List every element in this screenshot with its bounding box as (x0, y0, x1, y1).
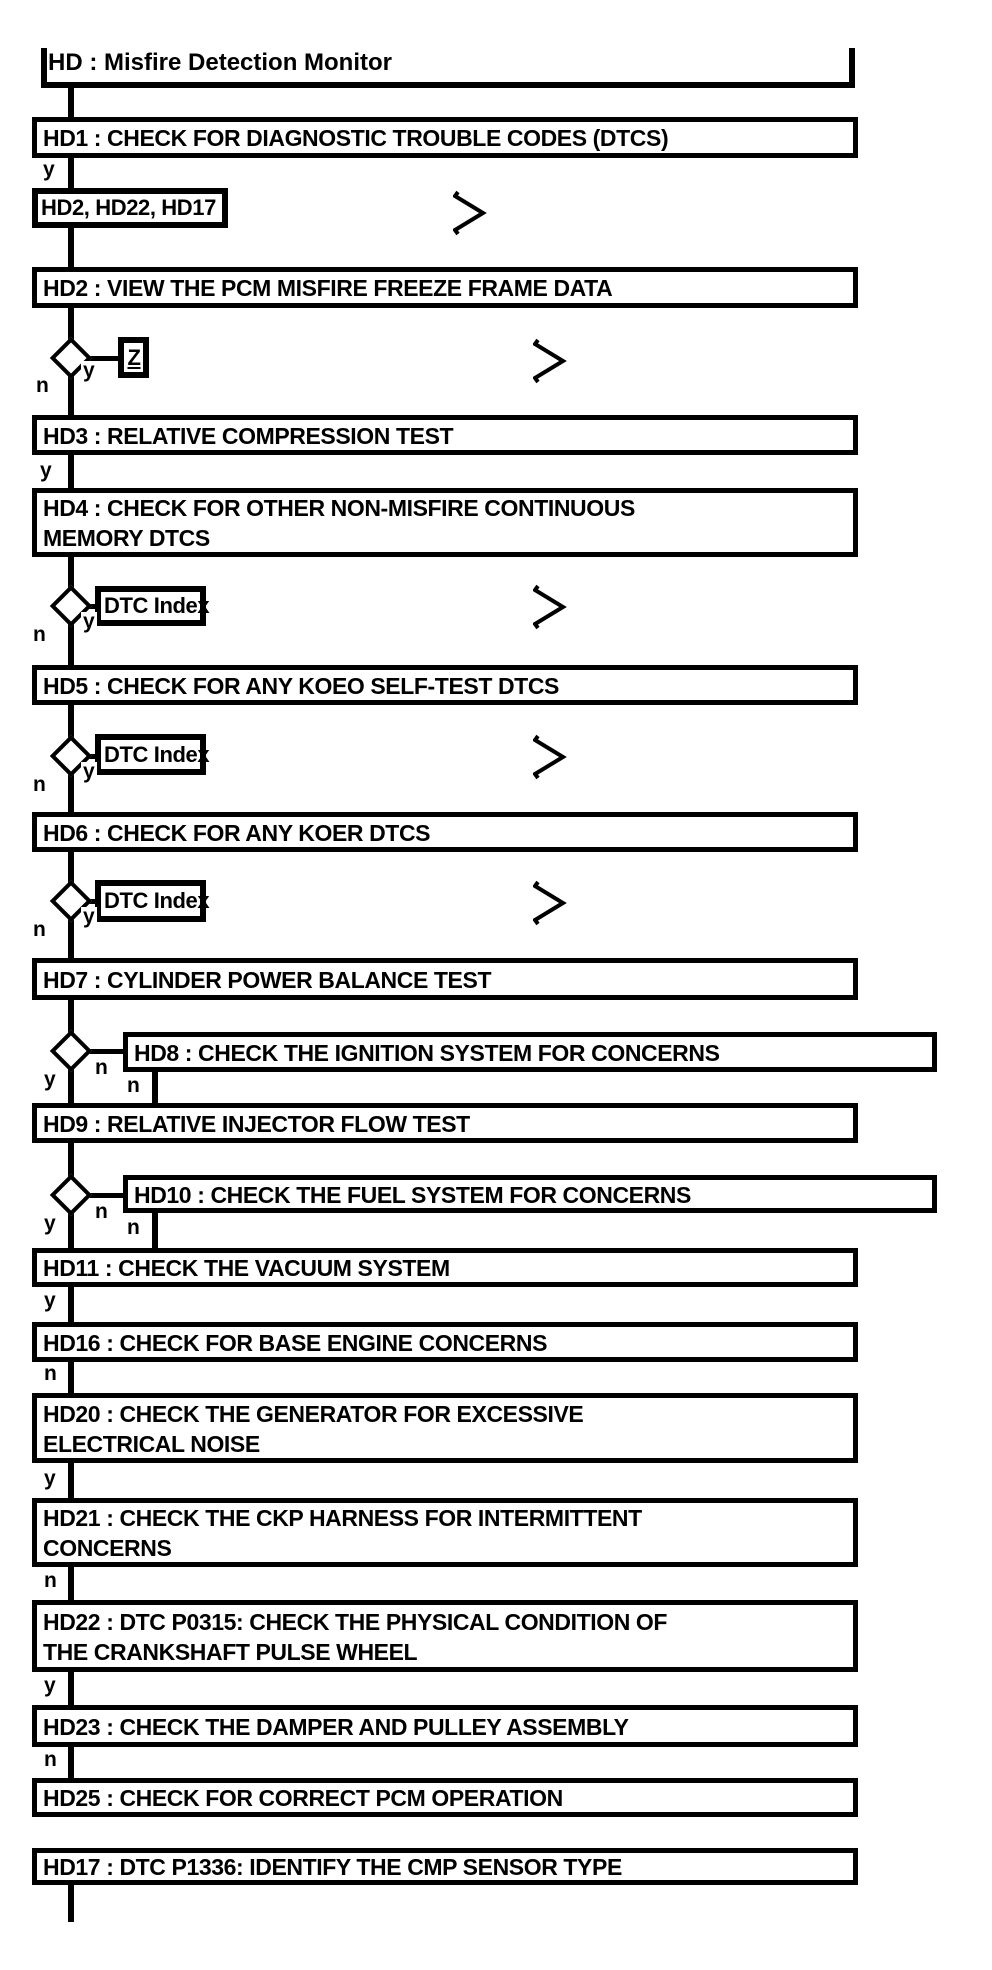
step-box-hd22: HD22 : DTC P0315: CHECK THE PHYSICAL CON… (32, 1600, 858, 1672)
step-label: HD22 : DTC P0315: CHECK THE PHYSICAL CON… (43, 1608, 668, 1635)
dtc-index-label: DTC Index (104, 741, 210, 767)
decision-connector (85, 604, 99, 609)
step-label: HD5 : CHECK FOR ANY KOEO SELF-TEST DTCS (43, 672, 559, 699)
step-box-hd20: HD20 : CHECK THE GENERATOR FOR EXCESSIVE… (32, 1393, 858, 1463)
branch-label-yes: y (42, 1467, 58, 1490)
step-box-hd16: HD16 : CHECK FOR BASE ENGINE CONCERNS (32, 1322, 858, 1362)
branch-label-yes: y (42, 1068, 58, 1091)
step-label: HD6 : CHECK FOR ANY KOER DTCS (43, 819, 431, 846)
branch-label-yes: y (81, 359, 97, 382)
step-label: HD7 : CYLINDER POWER BALANCE TEST (43, 966, 492, 993)
branch-label-no: n (93, 1200, 110, 1223)
step-label: HD17 : DTC P1336: IDENTIFY THE CMP SENSO… (43, 1854, 622, 1880)
branch-label-no: n (31, 623, 48, 646)
step-box-hd11: HD11 : CHECK THE VACUUM SYSTEM (32, 1248, 858, 1287)
branch-label-no: n (42, 1569, 59, 1592)
step-box-hd6: HD6 : CHECK FOR ANY KOER DTCS (32, 812, 858, 852)
step-label: HD3 : RELATIVE COMPRESSION TEST (43, 422, 454, 449)
hd10-drop-line (152, 1210, 158, 1252)
step-box-hd21: HD21 : CHECK THE CKP HARNESS FOR INTERMI… (32, 1498, 858, 1567)
next-chevron-icon (533, 734, 567, 780)
next-chevron-icon (453, 190, 487, 236)
branch-label-yes: y (81, 610, 97, 633)
step-label-line2: THE CRANKSHAFT PULSE WHEEL (43, 1638, 418, 1665)
decision-connector (85, 356, 121, 361)
next-chevron-icon (533, 584, 567, 630)
branch-label-no: n (42, 1362, 59, 1385)
decision-diamond (49, 1029, 93, 1073)
step-label: HD10 : CHECK THE FUEL SYSTEM FOR CONCERN… (134, 1181, 691, 1208)
branch-label-no: n (31, 773, 48, 796)
step-box-hd1: HD1 : CHECK FOR DIAGNOSTIC TROUBLE CODES… (32, 117, 858, 158)
step-box-hd7: HD7 : CYLINDER POWER BALANCE TEST (32, 958, 858, 1000)
decision-diamond (49, 1173, 93, 1217)
step-label: HD23 : CHECK THE DAMPER AND PULLEY ASSEM… (43, 1713, 629, 1740)
step-label-line2: CONCERNS (43, 1535, 172, 1561)
step-label: HD1 : CHECK FOR DIAGNOSTIC TROUBLE CODES… (43, 125, 669, 151)
step-box-hd4: HD4 : CHECK FOR OTHER NON-MISFIRE CONTIN… (32, 488, 858, 557)
step-label: HD9 : RELATIVE INJECTOR FLOW TEST (43, 1110, 470, 1137)
branch-label-no: n (31, 918, 48, 941)
step-label-line2: ELECTRICAL NOISE (43, 1430, 260, 1457)
step-label: HD4 : CHECK FOR OTHER NON-MISFIRE CONTIN… (43, 495, 635, 521)
title-left-tick (41, 48, 47, 88)
branch-label-yes: y (81, 760, 97, 783)
flowchart-title: HD : Misfire Detection Monitor (48, 49, 393, 76)
dtc-index-label: DTC Index (104, 593, 210, 618)
step-box-hd5: HD5 : CHECK FOR ANY KOEO SELF-TEST DTCS (32, 665, 858, 705)
decision-connector (85, 899, 99, 904)
step-label: HD25 : CHECK FOR CORRECT PCM OPERATION (43, 1785, 563, 1811)
branch-label-yes: y (42, 1289, 58, 1312)
step-box-hd3: HD3 : RELATIVE COMPRESSION TEST (32, 415, 858, 455)
step-label: HD21 : CHECK THE CKP HARNESS FOR INTERMI… (43, 1505, 642, 1531)
hd8-drop-line (152, 1068, 158, 1108)
step-label: HD20 : CHECK THE GENERATOR FOR EXCESSIVE (43, 1400, 584, 1427)
step-label: HD8 : CHECK THE IGNITION SYSTEM FOR CONC… (134, 1039, 720, 1066)
z-ref-box[interactable]: Z (118, 337, 149, 378)
jump-ref-box[interactable]: HD2, HD22, HD17 (32, 188, 228, 228)
step-box-hd10: HD10 : CHECK THE FUEL SYSTEM FOR CONCERN… (123, 1175, 937, 1213)
title-underline (41, 82, 855, 88)
hd17-tail-line (68, 1883, 74, 1922)
branch-label-yes: y (81, 905, 97, 928)
step-label: HD11 : CHECK THE VACUUM SYSTEM (43, 1255, 450, 1281)
decision-connector (88, 1193, 126, 1198)
branch-label-no: n (93, 1056, 110, 1079)
title-right-tick (849, 48, 855, 88)
step-box-hd9: HD9 : RELATIVE INJECTOR FLOW TEST (32, 1103, 858, 1143)
branch-label-no: n (42, 1748, 59, 1771)
branch-label-no: n (34, 374, 51, 397)
step-box-hd17: HD17 : DTC P1336: IDENTIFY THE CMP SENSO… (32, 1848, 858, 1885)
branch-label-yes: y (42, 1674, 58, 1697)
step-box-hd2: HD2 : VIEW THE PCM MISFIRE FREEZE FRAME … (32, 267, 858, 308)
dtc-index-link[interactable]: DTC Index (95, 880, 210, 922)
step-box-hd23: HD23 : CHECK THE DAMPER AND PULLEY ASSEM… (32, 1705, 858, 1747)
step-box-hd8: HD8 : CHECK THE IGNITION SYSTEM FOR CONC… (123, 1032, 937, 1072)
branch-label-yes: y (41, 158, 57, 181)
step-label-line2: MEMORY DTCS (43, 525, 210, 551)
step-label: HD16 : CHECK FOR BASE ENGINE CONCERNS (43, 1329, 548, 1356)
branch-label-yes: y (42, 1212, 58, 1235)
next-chevron-icon (533, 338, 567, 384)
dtc-index-link[interactable]: DTC Index (95, 734, 210, 775)
next-chevron-icon (533, 880, 567, 926)
z-ref-label: Z (127, 344, 141, 370)
dtc-index-link[interactable]: DTC Index (95, 586, 210, 626)
dtc-index-label: DTC Index (104, 888, 210, 913)
main-flow-line (68, 88, 74, 1783)
branch-label-no: n (125, 1216, 142, 1239)
branch-label-no: n (125, 1074, 142, 1097)
decision-connector (85, 754, 99, 759)
step-box-hd25: HD25 : CHECK FOR CORRECT PCM OPERATION (32, 1778, 858, 1817)
branch-label-yes: y (38, 459, 54, 482)
step-label: HD2 : VIEW THE PCM MISFIRE FREEZE FRAME … (43, 275, 613, 301)
jump-ref-label: HD2, HD22, HD17 (41, 195, 216, 220)
decision-connector (88, 1049, 126, 1054)
